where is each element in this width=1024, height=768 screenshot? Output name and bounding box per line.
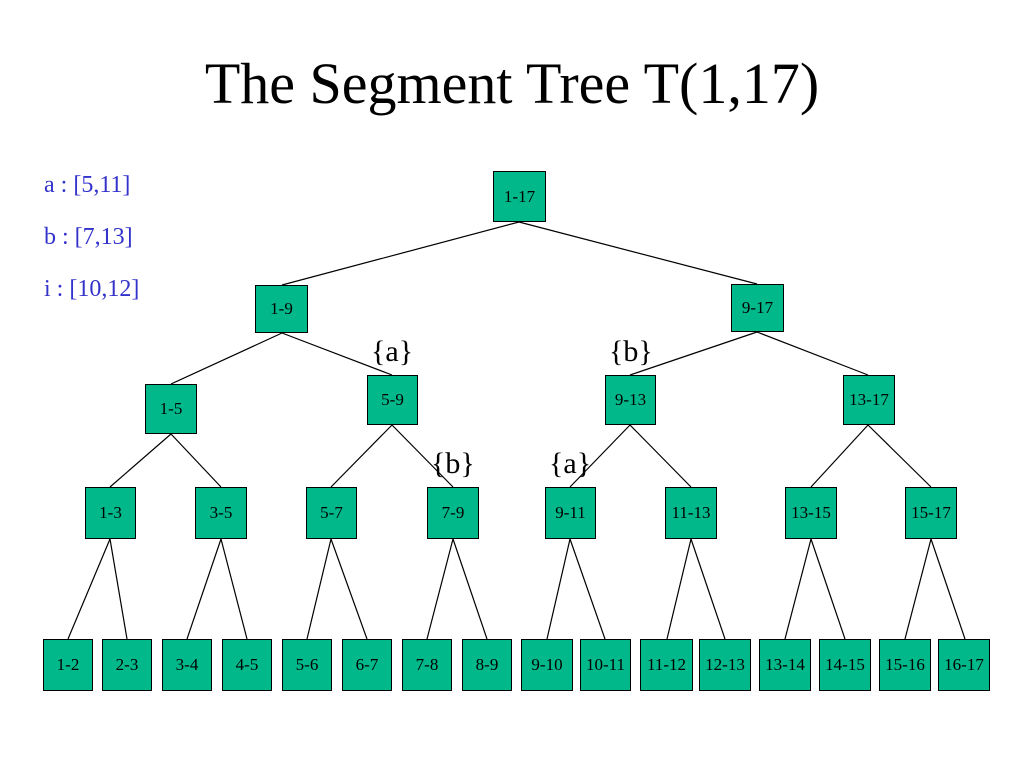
tree-node: 1-3 <box>85 487 136 539</box>
edge <box>391 424 454 488</box>
edge <box>810 538 846 640</box>
edge <box>629 331 758 376</box>
edge <box>426 538 454 640</box>
edge <box>569 424 631 488</box>
tree-node: 1-17 <box>493 171 546 222</box>
tree-leaf: 7-8 <box>402 639 452 691</box>
tree-leaf: 12-13 <box>699 639 751 691</box>
edge <box>904 538 932 640</box>
edge <box>518 221 758 285</box>
edge <box>109 433 172 488</box>
tree-leaf: 2-3 <box>102 639 152 691</box>
edge <box>330 538 368 640</box>
tree-node: 15-17 <box>905 487 957 539</box>
edge <box>930 538 966 640</box>
tree-leaf: 13-14 <box>759 639 811 691</box>
tree-leaf: 10-11 <box>580 639 631 691</box>
slide-title: The Segment Tree T(1,17) <box>204 51 820 116</box>
edge <box>330 424 393 488</box>
tree-node: 9-13 <box>605 375 656 425</box>
node-annotation-a: {a} <box>549 447 592 480</box>
edge <box>784 538 812 640</box>
edge <box>306 538 332 640</box>
tree-leaf: 14-15 <box>819 639 871 691</box>
edge <box>690 538 726 640</box>
node-annotation-a: {a} <box>371 335 414 368</box>
tree-node: 9-17 <box>731 284 784 332</box>
edge <box>170 332 283 385</box>
edge <box>170 433 222 488</box>
tree-node: 5-7 <box>306 487 357 539</box>
legend-interval-a: a : [5,11] <box>44 172 131 198</box>
edge <box>452 538 488 640</box>
edge <box>629 424 692 488</box>
edge <box>220 538 248 640</box>
edge <box>756 331 869 376</box>
tree-node: 11-13 <box>665 487 717 539</box>
tree-node: 1-9 <box>255 285 308 333</box>
tree-leaf: 5-6 <box>282 639 332 691</box>
edge <box>546 538 571 640</box>
node-annotation-b: {b} <box>609 335 653 368</box>
tree-leaf: 1-2 <box>43 639 93 691</box>
tree-node: 3-5 <box>195 487 247 539</box>
node-annotation-b: {b} <box>431 447 475 480</box>
tree-node: 13-17 <box>843 375 895 425</box>
edge <box>67 538 111 640</box>
tree-leaf: 16-17 <box>938 639 990 691</box>
legend-interval-i: i : [10,12] <box>44 276 140 302</box>
tree-node: 5-9 <box>367 375 418 425</box>
edge <box>281 221 520 286</box>
edge <box>281 332 393 376</box>
tree-leaf: 6-7 <box>342 639 392 691</box>
edge <box>569 538 606 640</box>
tree-node: 7-9 <box>427 487 479 539</box>
tree-leaf: 8-9 <box>462 639 512 691</box>
tree-leaf: 9-10 <box>521 639 573 691</box>
tree-leaf: 4-5 <box>222 639 272 691</box>
legend-interval-b: b : [7,13] <box>44 224 133 250</box>
tree-node: 9-11 <box>545 487 596 539</box>
edge <box>109 538 128 640</box>
edge <box>666 538 692 640</box>
tree-leaf: 11-12 <box>640 639 693 691</box>
tree-leaf: 3-4 <box>162 639 212 691</box>
edge <box>867 424 932 488</box>
edge <box>810 424 869 488</box>
tree-leaf: 15-16 <box>879 639 931 691</box>
tree-node: 1-5 <box>145 384 197 434</box>
edge <box>186 538 222 640</box>
tree-node: 13-15 <box>785 487 837 539</box>
